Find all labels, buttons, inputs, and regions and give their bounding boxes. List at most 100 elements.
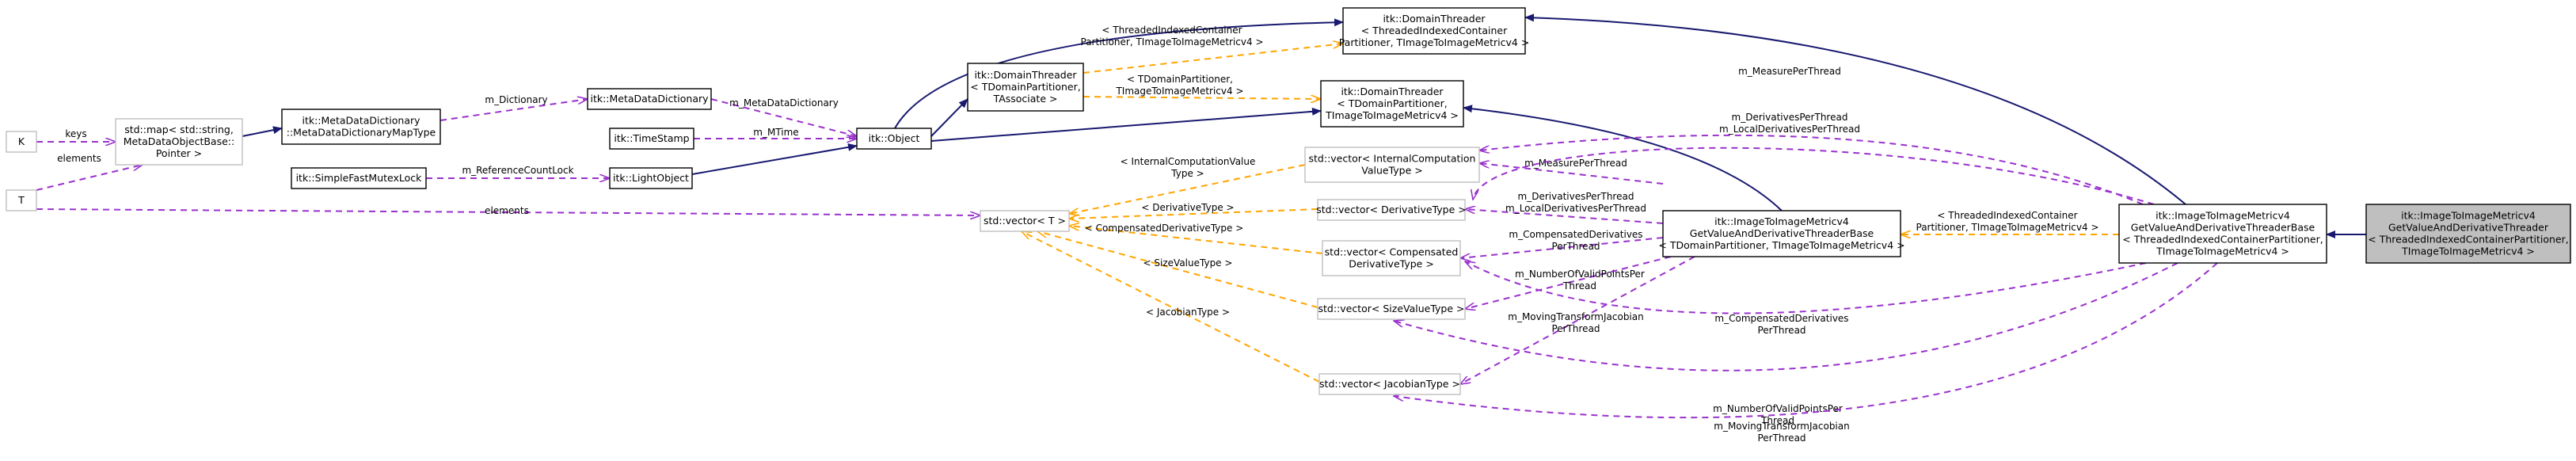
edge-label: < JacobianType > [1146,307,1230,318]
class-node-obj[interactable]: itk::Object [856,128,932,150]
class-label-line: Pointer > [156,147,202,159]
class-box[interactable] [115,118,243,166]
class-label-line: std::vector< SizeValueType > [1318,303,1464,314]
class-label-line: < ThreadedIndexedContainerPartitioner, [2368,234,2568,246]
edge-t-map: elements [36,153,143,191]
class-box[interactable] [281,109,441,145]
class-box[interactable] [1317,298,1466,320]
class-node-stdmap[interactable]: std::map< std::string,MetaDataObjectBase… [115,118,243,166]
edge-line [1394,262,2178,371]
class-label-line: Partitioner, TImageToImageMetricv4 > [1339,36,1530,48]
class-node-vecT[interactable]: std::vector< T > [980,210,1070,232]
edge-icv-basetdp: m_MeasurePerThread [1479,158,1664,185]
class-label-line: std::vector< T > [984,215,1066,227]
class-node-ts[interactable]: itk::TimeStamp [609,128,694,150]
class-label-line: itk::DomainThreader [1383,13,1486,25]
edge-label: PerThread [1757,432,1805,444]
edge-line [36,208,980,215]
edge-icv-baseticp: m_MeasurePerThread [1479,66,2144,205]
class-label-line: std::vector< JacobianType > [1319,378,1460,390]
class-label-line: std::vector< Compensated [1325,246,1459,258]
class-box[interactable] [980,210,1070,232]
class-box[interactable] [291,167,427,189]
edge-label: m_LocalDerivativesPerThread [1719,124,1860,135]
edge-t-vect: elements [36,205,980,216]
edge-line [1473,147,2155,205]
class-node-K[interactable]: K [6,131,37,153]
class-box[interactable] [1662,210,1901,257]
class-node-vecJT[interactable]: std::vector< JacobianType > [1318,373,1461,395]
class-node-base-ticp[interactable]: itk::ImageToImageMetricv4GetValueAndDeri… [2118,204,2327,264]
edge-line [930,107,1322,142]
class-node-sfml[interactable]: itk::SimpleFastMutexLock [291,167,427,189]
edge-label: < InternalComputationValue [1121,156,1256,167]
edge-label: Type > [1170,168,1204,179]
edge-label: m_MovingTransformJacobian [1714,421,1849,432]
edge-lo-obj [691,143,858,175]
edge-label: < ThreadedIndexedContainer [1102,25,1242,36]
class-label-line: ::MetaDataDictionaryMapType [287,127,436,139]
class-node-vecICV[interactable]: std::vector< InternalComputationValueTyp… [1304,147,1480,183]
edge-label: Partitioner, TImageToImageMetricv4 > [1916,222,2099,233]
edge-vect-cdt: < CompensatedDerivativeType > [1069,223,1323,254]
class-box[interactable] [6,131,37,153]
class-box[interactable] [609,128,694,150]
class-node-dt-assoc[interactable]: itk::DomainThreader< TDomainPartitioner,… [967,63,1084,112]
class-box[interactable] [967,63,1084,112]
edge-line [930,98,968,137]
class-node-T[interactable]: T [6,189,37,211]
edge-line [1465,256,1672,309]
class-node-mdmap[interactable]: itk::MetaDataDictionary::MetaDataDiction… [281,109,441,145]
class-label-line: TAssociate > [993,93,1058,105]
class-box[interactable] [1304,147,1480,183]
edge-k-map: keys [36,128,116,142]
class-box[interactable] [1320,80,1464,128]
edge-label: Thread [1562,280,1596,291]
class-node-lo[interactable]: itk::LightObject [609,167,693,189]
class-label-line: itk::LightObject [613,172,689,184]
edge-label: elements [485,205,529,216]
class-box[interactable] [856,128,932,150]
class-node-mdd[interactable]: itk::MetaDataDictionary [587,88,712,110]
class-label-line: std::vector< DerivativeType > [1316,204,1466,215]
edge-dtassoc-dtticp: < ThreadedIndexedContainerPartitioner, T… [1081,25,1344,74]
class-node-dt-tdp[interactable]: itk::DomainThreader< TDomainPartitioner,… [1320,80,1464,128]
class-label-line: < ThreadedIndexedContainerPartitioner, [2122,234,2323,246]
edge-vect-dt: < DerivativeType > [1069,202,1318,219]
class-box[interactable] [6,189,37,211]
class-box[interactable] [609,167,693,189]
class-label-line: GetValueAndDerivativeThreaderBase [2131,222,2315,234]
class-box[interactable] [1322,240,1461,276]
class-node-base-tdp[interactable]: itk::ImageToImageMetricv4GetValueAndDeri… [1658,210,1905,257]
class-node-vecDT[interactable]: std::vector< DerivativeType > [1316,199,1467,221]
edge-label: < CompensatedDerivativeType > [1085,223,1244,234]
class-label-line: TImageToImageMetricv4 > [2156,246,2289,257]
class-box[interactable] [1317,199,1466,221]
edge-label: m_MovingTransformJacobian [1508,311,1643,322]
edge-line [439,99,588,121]
class-box[interactable] [2365,204,2571,264]
class-label-line: K [18,135,25,147]
edge-line [710,98,857,136]
class-label-line: std::vector< InternalComputation [1309,153,1476,165]
class-node-vecCDT[interactable]: std::vector< CompensatedDerivativeType > [1322,240,1461,276]
class-node-vecSVT[interactable]: std::vector< SizeValueType > [1317,298,1466,320]
class-box[interactable] [2118,204,2327,264]
class-box[interactable] [587,88,712,110]
edge-label: Partitioner, TImageToImageMetricv4 > [1081,36,1264,48]
class-node-dt-ticp[interactable]: itk::DomainThreader< ThreadedIndexedCont… [1339,7,1530,55]
edge-dt-baseticp: m_DerivativesPerThreadm_LocalDerivatives… [1473,112,2155,205]
edge-line [1022,231,1320,383]
class-box[interactable] [1342,7,1526,55]
class-node-target[interactable]: itk::ImageToImageMetricv4GetValueAndDeri… [2365,204,2571,264]
edge-obj-dtassoc [930,98,968,137]
edge-line [1479,134,2144,205]
class-label-line: TImageToImageMetricv4 > [2401,246,2535,257]
class-box[interactable] [1318,373,1461,395]
class-label-line: < TDomainPartitioner, TImageToImageMetri… [1658,239,1904,251]
class-label-line: itk::MetaDataDictionary [590,93,709,105]
edge-line [1069,164,1306,214]
